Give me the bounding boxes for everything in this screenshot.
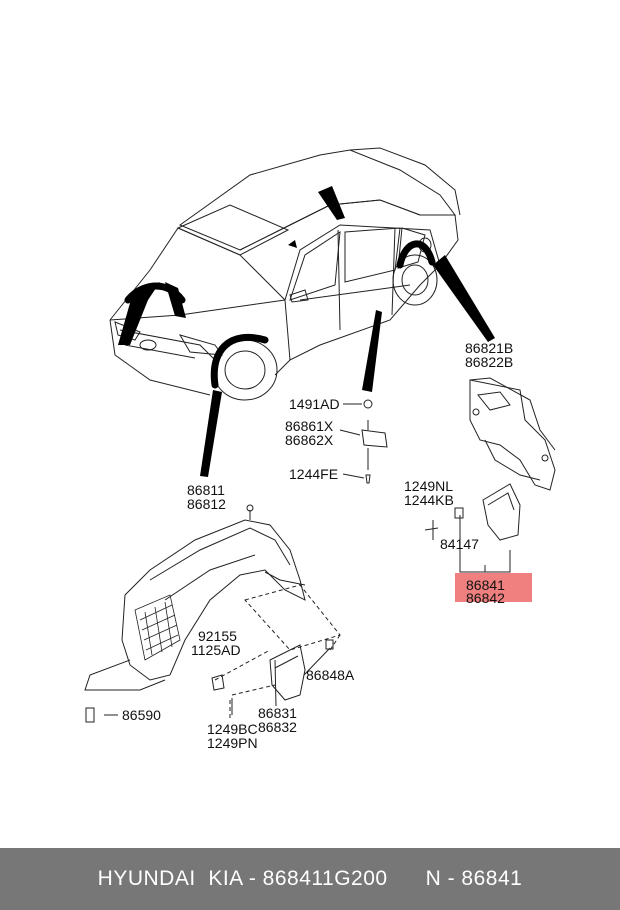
label-1249bc: 1249BC — [207, 721, 258, 737]
dashed-leaders — [214, 584, 341, 720]
footer-reference: N - 86841 — [425, 867, 523, 890]
label-86832: 86832 — [258, 719, 297, 735]
footer-spacer — [388, 867, 426, 891]
label-86811: 86811 — [187, 482, 225, 498]
label-1491ad: 1491AD — [289, 396, 340, 412]
label-86841: 86841 — [466, 577, 505, 593]
label-86822b: 86822B — [465, 354, 514, 370]
label-1244fe: 1244FE — [289, 466, 339, 482]
label-86821b: 86821B — [465, 340, 514, 356]
arch-highlights — [124, 240, 436, 389]
leader-wedges — [118, 186, 495, 477]
front-fasteners — [85, 639, 334, 723]
label-1249pn: 1249PN — [207, 735, 258, 751]
rear-wheel-liner — [469, 377, 556, 491]
front-mud-flap — [269, 644, 306, 701]
label-86590: 86590 — [122, 707, 161, 723]
label-92155: 92155 — [198, 628, 237, 644]
rear-mud-flap — [482, 483, 521, 541]
label-84147: 84147 — [440, 536, 479, 552]
footer-bar: HYUNDAI KIA - 868411G200 N - 86841 — [0, 848, 620, 910]
label-86831: 86831 — [258, 705, 297, 721]
label-86812: 86812 — [187, 496, 226, 512]
label-1125ad: 1125AD — [191, 642, 241, 658]
footer-part-number: HYUNDAI KIA - 868411G200 — [97, 867, 388, 890]
label-1249nl: 1249NL — [404, 478, 454, 494]
label-86848a: 86848A — [306, 667, 355, 683]
label-1244kb: 1244KB — [404, 492, 454, 508]
leader-lines — [104, 403, 461, 716]
label-86842: 86842 — [466, 590, 505, 606]
diagram-drawing — [84, 147, 556, 723]
front-wheel-liner — [84, 504, 306, 691]
bracket — [361, 399, 388, 484]
label-86862x: 86862X — [285, 432, 334, 448]
highlight-box — [455, 573, 532, 602]
label-86861x: 86861X — [285, 418, 334, 434]
rear-fasteners — [424, 507, 464, 540]
car-illustration — [109, 147, 461, 401]
